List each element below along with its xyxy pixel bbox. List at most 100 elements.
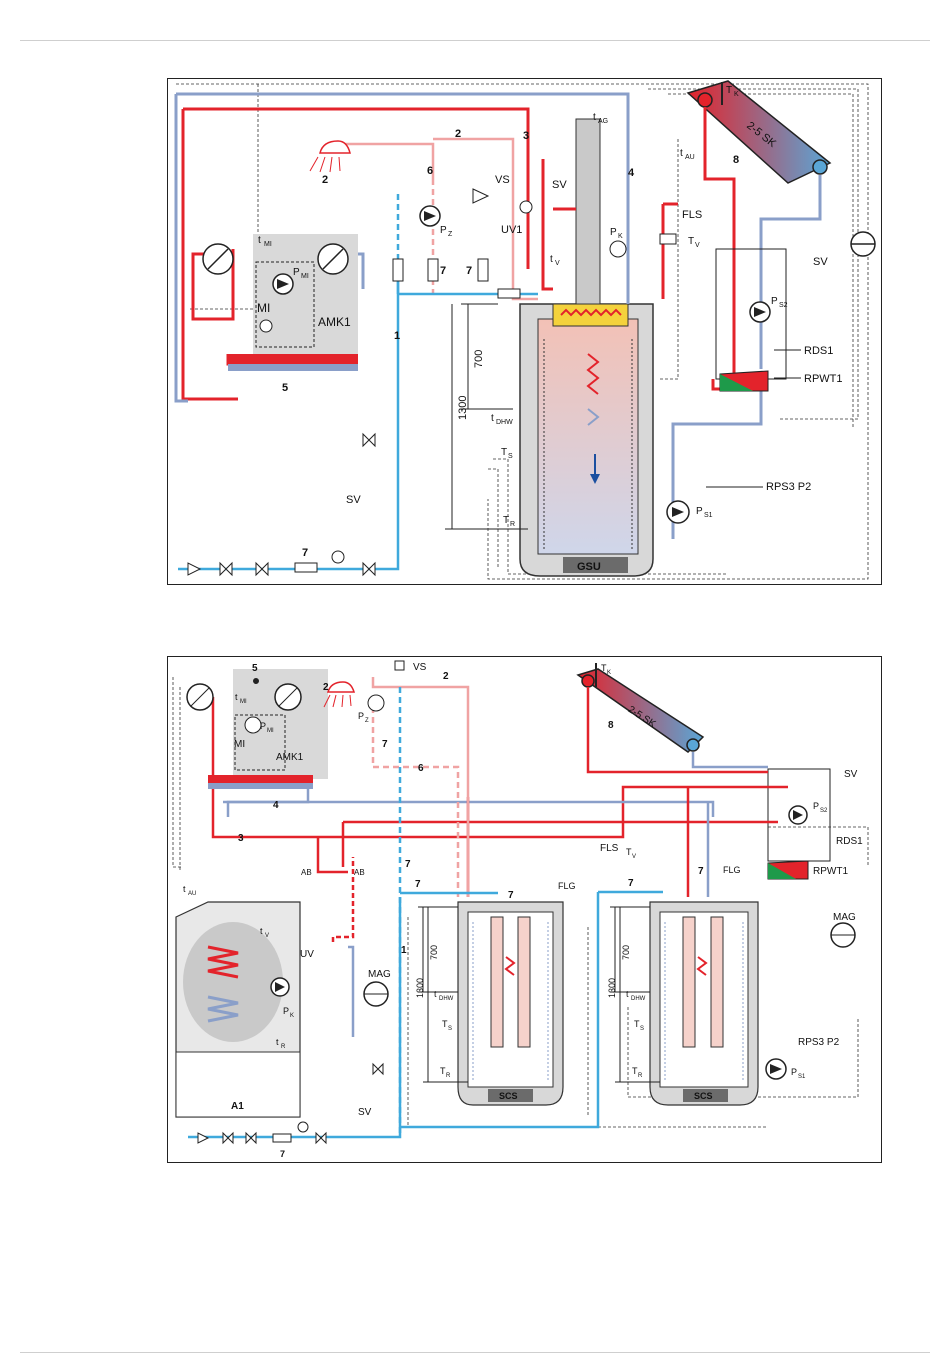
pk-label: P: [610, 227, 617, 238]
dimension-lines: [445, 303, 528, 530]
pump-ps2-label: P: [771, 296, 778, 307]
sv-left-label: SV: [346, 494, 361, 506]
check-valves: [392, 258, 521, 299]
circuit-number-5-2: 5: [252, 663, 258, 674]
circulation-pump-pz-2: [367, 694, 385, 712]
circuit-number-1-2: 1: [401, 945, 407, 956]
sv-right-label: SV: [813, 256, 828, 268]
fls-label-2: FLS: [600, 843, 619, 854]
circuit-number-4-2: 4: [273, 800, 279, 811]
mixing-pump-2: [244, 716, 262, 734]
svg-text:S2: S2: [779, 302, 788, 309]
pressure-gauge-icon-2: [297, 1121, 309, 1133]
dimension-1300b: 1300: [607, 978, 617, 998]
vs-valve-2: [394, 660, 405, 671]
svg-text:AG: AG: [598, 118, 608, 125]
scs-tank-1: [457, 901, 564, 1106]
tr-label-2: t: [276, 1037, 279, 1047]
check-valve-7a: 7: [440, 265, 446, 277]
svg-text:K: K: [618, 233, 623, 240]
solar-collector-2: [576, 663, 705, 753]
dimension-700b: 700: [621, 945, 631, 960]
ab-label-2: AB: [354, 868, 365, 877]
svg-text:R: R: [510, 521, 515, 528]
scs-tank-2: [649, 901, 759, 1106]
tv-label-2: T: [626, 847, 632, 857]
mag-label-1: MAG: [368, 969, 391, 980]
fls-sensor: [659, 233, 677, 245]
tr-label: T: [503, 515, 509, 526]
circuit-number-1: 1: [394, 330, 400, 342]
scs-label-1: SCS: [499, 1091, 518, 1101]
check-valve-7e-2: 7: [628, 878, 634, 889]
pz-label: P: [440, 225, 447, 236]
circuit-number-8-2: 8: [608, 720, 614, 731]
shower-spray: [309, 156, 341, 173]
pipes-2: [188, 677, 788, 1139]
vs-valve: [472, 188, 490, 204]
diagram-2-svg: T K 2-5 SK 8 P S2 RDS1 RPWT1 SV MAG RPS3…: [172, 660, 869, 1159]
rpwt-heat-exchanger: [720, 374, 753, 391]
circuit-number-2a-2: 2: [323, 682, 329, 693]
amk-label-2: AMK1: [276, 752, 304, 763]
amk-label: AMK1: [318, 315, 351, 329]
tau-label-2: t: [183, 884, 186, 894]
svg-text:S1: S1: [704, 512, 713, 519]
tmi-label-2: t: [235, 692, 238, 702]
dimension-1300: 1300: [457, 396, 469, 420]
svg-text:K: K: [607, 670, 611, 676]
ts-label-a: T: [442, 1019, 448, 1029]
ps1-label: P: [696, 506, 703, 517]
svg-text:V: V: [555, 260, 560, 267]
ps1-label-2: P: [791, 1067, 797, 1077]
check-valve-7g-2: 7: [280, 1149, 285, 1159]
mi-label: MI: [257, 301, 270, 315]
svg-text:V: V: [265, 933, 269, 939]
rds-label-2: RDS1: [836, 836, 863, 847]
svg-text:Z: Z: [365, 718, 369, 724]
pz-label-2: P: [358, 711, 364, 721]
diagram-gsu-system: T K 2-5 SK 8 P S2 RDS1 RPWT1 SV RPS3 P2 …: [167, 78, 882, 585]
pressure-gauge-icon: [331, 550, 345, 564]
tdhw-label-b: t: [626, 989, 629, 999]
tv-label: T: [688, 236, 694, 247]
check-valve-7c: 7: [302, 547, 308, 559]
check-valve-7a-2: 7: [382, 739, 388, 750]
rps-label-2: RPS3 P2: [798, 1037, 840, 1048]
flg-label-1: FLG: [558, 881, 576, 891]
svg-text:R: R: [446, 1073, 451, 1079]
solar-pump-ps2: [749, 301, 771, 323]
svg-text:R: R: [638, 1073, 643, 1079]
supply-manifold-2: [208, 775, 313, 783]
svg-text:DHW: DHW: [439, 996, 454, 1002]
tmi-label: t: [258, 235, 261, 246]
circuit-number-3: 3: [523, 130, 529, 142]
uv-label-2: UV: [300, 949, 314, 960]
pk-label-2: P: [283, 1006, 289, 1016]
rds-label: RDS1: [804, 345, 833, 357]
diagram-1-svg: T K 2-5 SK 8 P S2 RDS1 RPWT1 SV RPS3 P2 …: [174, 80, 876, 580]
shower-head-icon: [319, 140, 351, 154]
circuit-number-4: 4: [628, 167, 635, 179]
svg-text:K: K: [734, 91, 739, 98]
svg-text:S: S: [508, 453, 513, 460]
check-valve-7c-2: 7: [415, 879, 421, 890]
rps-label: RPS3 P2: [766, 481, 811, 493]
svg-text:AU: AU: [685, 154, 695, 161]
svg-text:Z: Z: [448, 231, 453, 238]
ab-label-1: AB: [301, 868, 312, 877]
dimension-lines-2: [418, 906, 660, 1083]
cold-water-valves: [187, 432, 376, 577]
circuit-number-5: 5: [282, 382, 288, 394]
svg-text:S1: S1: [798, 1074, 806, 1080]
collector-temp-label-2: T: [601, 663, 607, 673]
svg-text:S2: S2: [820, 808, 828, 814]
boiler-a1: [175, 901, 301, 1118]
dimension-700: 700: [473, 350, 485, 368]
pmi-label: P: [293, 267, 300, 278]
supply-manifold: [228, 354, 358, 364]
check-valve-7f-2: 7: [698, 866, 704, 877]
circuit-number-8: 8: [733, 154, 739, 166]
flg-label-2: FLG: [723, 865, 741, 875]
svg-text:DHW: DHW: [496, 419, 513, 426]
